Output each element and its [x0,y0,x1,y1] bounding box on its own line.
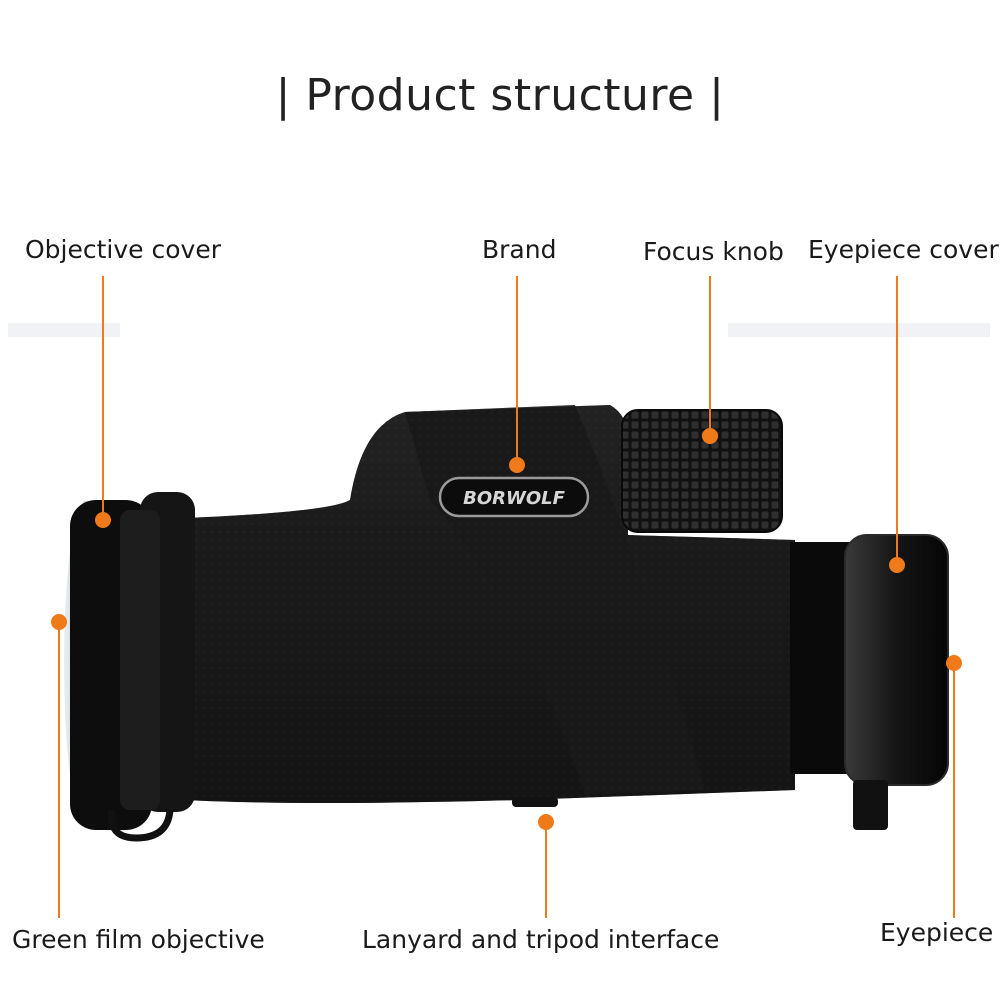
label-focus-knob: Focus knob [643,237,784,266]
dot-eyepiece [946,655,962,671]
label-objective-cover: Objective cover [25,235,221,264]
eyepiece-assembly [790,534,949,830]
label-eyepiece-cover: Eyepiece cover [808,235,999,264]
dot-green-film-objective [51,614,67,630]
leader-lines [58,276,955,918]
brand-plate: BORWOLF [438,476,590,518]
label-eyepiece: Eyepiece [880,918,994,947]
dot-brand [509,457,525,473]
brand-logo: BORWOLF [463,488,566,509]
objective-assembly [64,492,195,842]
label-green-film-objective: Green film objective [12,925,265,954]
label-lanyard-tripod: Lanyard and tripod interface [362,925,720,954]
diagram-title: | Product structure | [275,70,725,121]
background-strip-left [8,323,120,337]
focus-knob-shape [621,409,783,533]
dot-lanyard-tripod [538,814,554,830]
dot-eyepiece-cover [889,557,905,573]
label-brand: Brand [482,235,557,264]
background-strip-right [728,323,990,337]
dot-focus-knob [702,428,718,444]
dot-objective-cover [95,512,111,528]
callout-dots [51,428,962,830]
